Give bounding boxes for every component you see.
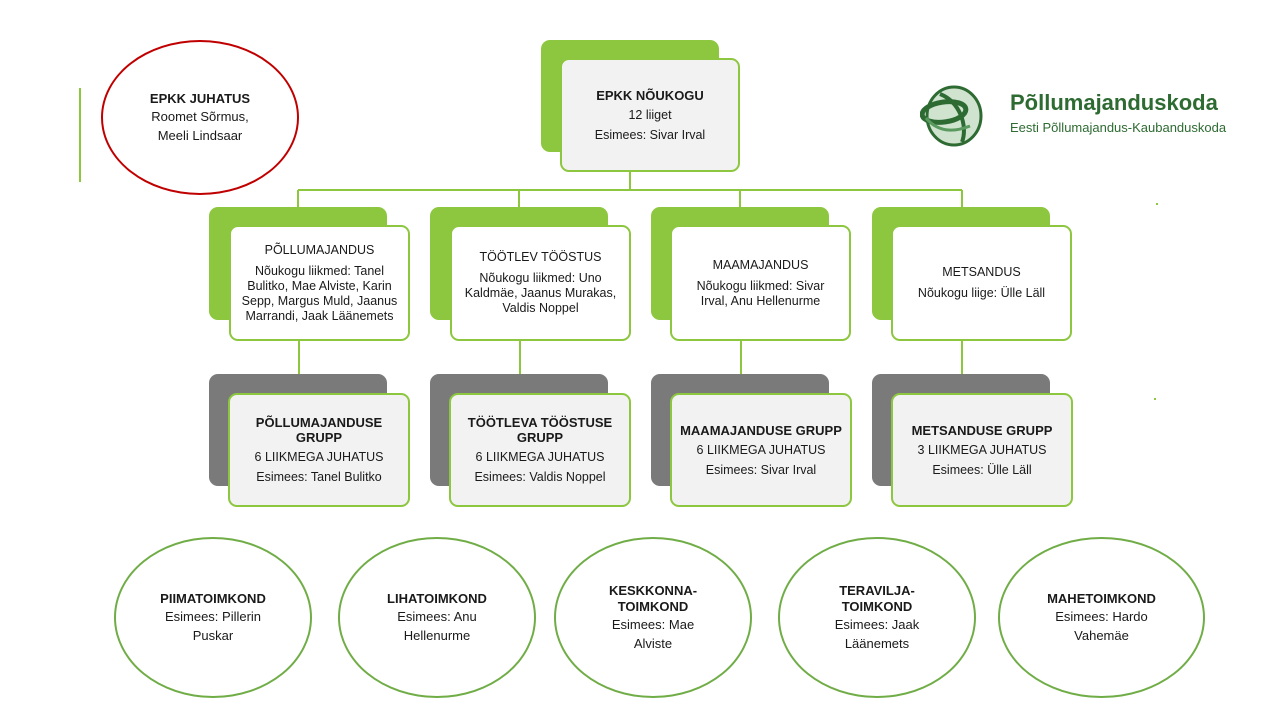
committee-chair: Esimees: Hardo [1055, 608, 1148, 624]
committee-name: TERAVILJA- [839, 582, 915, 598]
sector-members: Valdis Noppel [502, 301, 579, 315]
committee-chair: Puskar [192, 627, 234, 643]
group-board: 3 LIIKMEGA JUHATUS [917, 442, 1047, 457]
sector-box-tootlev-toostus: TÖÖTLEV TÖÖSTUS Nõukogu liikmed: Uno Kal… [450, 225, 631, 341]
sector-members: Marrandi, Jaak Läänemets [245, 308, 394, 323]
group-box-maamajanduse: MAAMAJANDUSE GRUPP 6 LIIKMEGA JUHATUS Es… [670, 393, 852, 507]
accent-line [79, 88, 81, 182]
committee-name: TOIMKOND [841, 598, 913, 614]
committee-chair: Vahemäe [1074, 627, 1129, 643]
group-title: PÕLLUMAJANDUSE [255, 415, 383, 430]
committee-name: TOIMKOND [617, 598, 689, 614]
logo-name: Põllumajanduskoda [1010, 90, 1218, 115]
board-name: EPKK JUHATUS [149, 90, 251, 106]
committee-chair: Läänemets [844, 635, 910, 651]
sector-box-maamajandus: MAAMAJANDUS Nõukogu liikmed: Sivar Irval… [670, 225, 851, 341]
sector-title: METSANDUS [942, 265, 1021, 279]
group-title: METSANDUSE GRUPP [911, 422, 1053, 438]
group-title: GRUPP [516, 430, 564, 445]
committee-name: MAHETOIMKOND [1047, 590, 1156, 606]
committee-oval-mahetoimkond: MAHETOIMKOND Esimees: Hardo Vahemäe [998, 537, 1205, 698]
sector-box-pollumajandus: PÕLLUMAJANDUS Nõukogu liikmed: Tanel Bul… [229, 225, 410, 341]
committee-chair: Esimees: Anu [397, 608, 477, 624]
board-oval: EPKK JUHATUS Roomet Sõrmus, Meeli Lindsa… [101, 40, 299, 195]
group-chair: Esimees: Tanel Bulitko [256, 470, 382, 484]
group-title: GRUPP [295, 430, 343, 445]
group-box-pollumajanduse: PÕLLUMAJANDUSE GRUPP 6 LIIKMEGA JUHATUS … [228, 393, 410, 507]
committee-oval-piimatoimkond: PIIMATOIMKOND Esimees: Pillerin Puskar [114, 537, 312, 698]
committee-name: LIHATOIMKOND [387, 590, 487, 606]
committee-name: KESKKONNA- [608, 582, 698, 598]
committee-oval-lihatoimkond: LIHATOIMKOND Esimees: Anu Hellenurme [338, 537, 536, 698]
organization-logo: Põllumajanduskoda Eesti Põllumajandus-Ka… [919, 82, 1250, 148]
council-box: EPKK NÕUKOGU 12 liiget Esimees: Sivar Ir… [560, 58, 740, 172]
group-chair: Esimees: Ülle Läll [932, 462, 1032, 477]
sector-members: Irval, Anu Hellenurme [700, 293, 821, 308]
council-count: 12 liiget [628, 107, 672, 122]
committee-chair: Esimees: Pillerin [164, 608, 262, 624]
group-box-metsanduse: METSANDUSE GRUPP 3 LIIKMEGA JUHATUS Esim… [891, 393, 1073, 507]
group-board: 6 LIIKMEGA JUHATUS [696, 442, 826, 457]
board-member: Meeli Lindsaar [157, 127, 243, 143]
board-member: Roomet Sõrmus, [151, 108, 249, 124]
sector-box-metsandus: METSANDUS Nõukogu liige: Ülle Läll [891, 225, 1072, 341]
committee-chair: Esimees: Mae [611, 616, 695, 632]
council-chair: Esimees: Sivar Irval [594, 127, 706, 142]
committee-oval-teraviljatoimkond: TERAVILJA- TOIMKOND Esimees: Jaak Läänem… [778, 537, 976, 698]
committee-chair: Esimees: Jaak [834, 616, 920, 632]
sector-members: Bulitko, Mae Alviste, Karin [247, 278, 392, 293]
sector-members: Nõukogu liikmed: Uno [479, 271, 602, 285]
group-title: TÖÖTLEVA TÖÖSTUSE [467, 415, 613, 430]
committee-name: PIIMATOIMKOND [160, 590, 266, 606]
committee-chair: Hellenurme [403, 627, 471, 643]
sector-members: Nõukogu liikmed: Tanel [254, 263, 384, 278]
group-board: 6 LIIKMEGA JUHATUS [475, 450, 605, 464]
committee-oval-keskkonnatoimkond: KESKKONNA- TOIMKOND Esimees: Mae Alviste [554, 537, 752, 698]
sector-title: PÕLLUMAJANDUS [264, 242, 375, 257]
decorative-dot [1154, 398, 1156, 400]
sector-members: Nõukogu liige: Ülle Läll [917, 286, 1046, 300]
committee-chair: Alviste [633, 635, 673, 651]
logo-subtitle: Eesti Põllumajandus-Kaubanduskoda [1010, 120, 1227, 135]
group-title: MAAMAJANDUSE GRUPP [680, 422, 842, 438]
sector-title: TÖÖTLEV TÖÖSTUS [479, 250, 602, 264]
group-board: 6 LIIKMEGA JUHATUS [254, 450, 384, 464]
sector-title: MAAMAJANDUS [712, 257, 809, 272]
sector-members: Kaldmäe, Jaanus Murakas, [464, 286, 617, 300]
group-chair: Esimees: Sivar Irval [705, 462, 817, 477]
decorative-dot [1156, 203, 1158, 205]
group-chair: Esimees: Valdis Noppel [474, 470, 606, 484]
sector-members: Nõukogu liikmed: Sivar [696, 278, 825, 293]
sector-members: Sepp, Margus Muld, Jaanus [241, 293, 398, 308]
group-box-tootleva-toostuse: TÖÖTLEVA TÖÖSTUSE GRUPP 6 LIIKMEGA JUHAT… [449, 393, 631, 507]
council-title: EPKK NÕUKOGU [596, 87, 704, 103]
logo-globe-icon [919, 85, 983, 147]
